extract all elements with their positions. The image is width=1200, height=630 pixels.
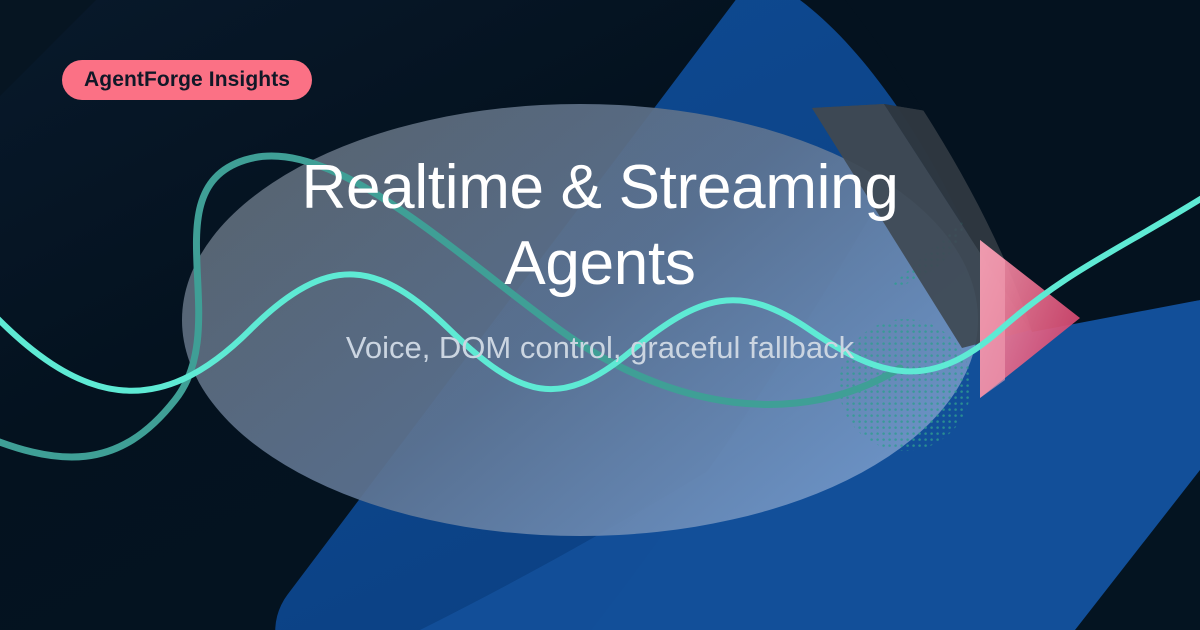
category-badge[interactable]: AgentForge Insights: [62, 60, 313, 100]
gray-band-overlay: [812, 104, 1030, 348]
teal-wave-back: [0, 152, 904, 461]
teal-wave-front: [0, 195, 1200, 394]
page-subtitle: Voice, DOM control, graceful fallback: [345, 330, 855, 365]
pink-triangle-highlight: [980, 240, 1005, 398]
translucent-ellipse: [182, 104, 978, 536]
page-title: Realtime & Streaming Agents: [301, 153, 899, 298]
blue-field: [420, 150, 1200, 630]
bottom-right-corner: [1075, 470, 1200, 630]
hero-text-block: Realtime & Streaming Agents Voice, DOM c…: [0, 150, 1200, 370]
corner-wedge: [0, 0, 96, 96]
category-badge-label: AgentForge Insights: [84, 68, 291, 91]
